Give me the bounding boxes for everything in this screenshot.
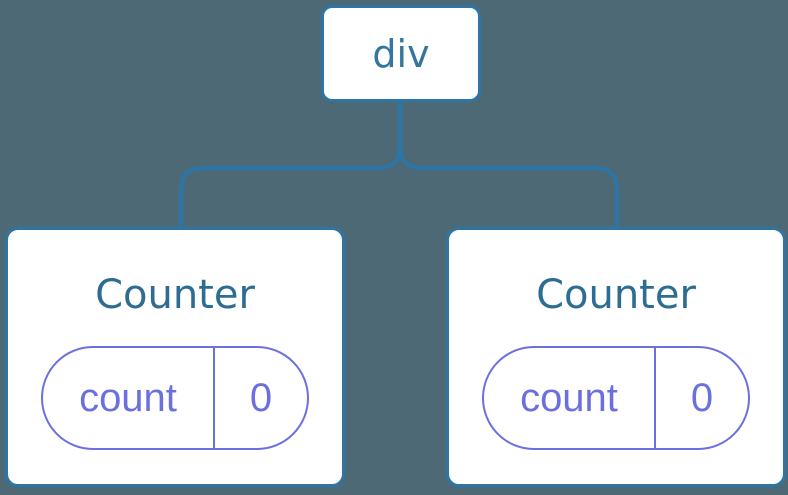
- state-key-label: count: [484, 348, 656, 448]
- tree-node-div: div: [321, 5, 481, 102]
- state-pill: count 0: [482, 346, 750, 450]
- connector-root-to-right-counter: [397, 96, 620, 229]
- state-pill: count 0: [41, 346, 309, 450]
- state-key-label: count: [43, 348, 215, 448]
- tree-node-counter-left: Counter count 0: [5, 227, 345, 487]
- counter-node-label: Counter: [95, 272, 255, 318]
- state-value: 0: [249, 375, 273, 420]
- tree-node-counter-right: Counter count 0: [446, 227, 786, 487]
- state-value: 0: [690, 375, 714, 420]
- div-node-label: div: [372, 31, 430, 76]
- counter-node-label: Counter: [536, 272, 696, 318]
- connector-root-to-left-counter: [178, 96, 403, 229]
